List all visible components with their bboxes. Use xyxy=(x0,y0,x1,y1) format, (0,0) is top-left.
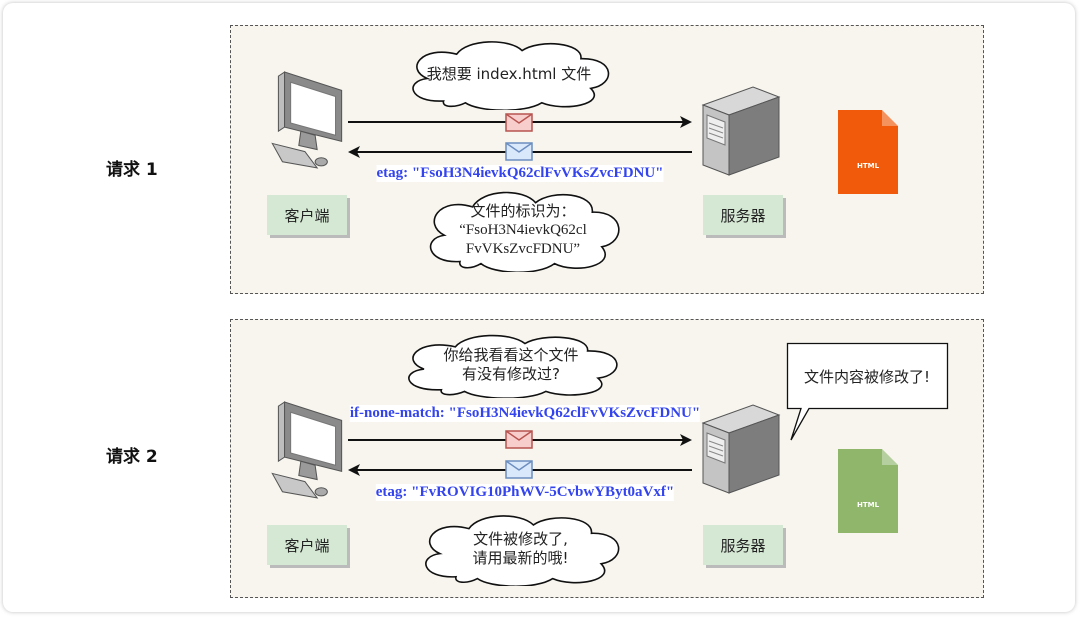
etag-header: etag: "FsoH3N4ievkQ62clFvVKsZvcFDNU" xyxy=(376,165,664,182)
response-cloud-line: 文件被修改了, xyxy=(473,530,568,548)
request2-label: 请求 2 xyxy=(106,447,158,467)
arrowhead-right-icon xyxy=(680,116,692,128)
etag-header: etag: "FvROVIG10PhWV-5CvbwYByt0aVxf" xyxy=(375,484,675,501)
client-label: 客户端 xyxy=(267,195,347,235)
html-file-icon: HTML xyxy=(838,449,898,533)
html-file-label: HTML xyxy=(856,162,880,170)
server-label: 服务器 xyxy=(703,195,783,235)
server-callout-text: 文件内容被修改了! xyxy=(803,367,930,386)
arrowhead-right-icon xyxy=(680,434,692,446)
request-cloud-line: 有没有修改过? xyxy=(462,365,560,383)
server-icon xyxy=(700,403,782,495)
request-envelope-icon xyxy=(505,113,533,132)
request-envelope-icon xyxy=(505,430,533,449)
response-cloud-line: 请用最新的哦! xyxy=(472,549,569,567)
response-cloud-line: “FsoH3N4ievkQ62cl xyxy=(459,221,587,238)
response-cloud-line: 文件的标识为： xyxy=(470,201,576,220)
arrowhead-left-icon xyxy=(348,464,360,476)
arrowhead-left-icon xyxy=(348,146,360,158)
response-cloud: 文件的标识为： “FsoH3N4ievkQ62cl FvVKsZvcFDNU” xyxy=(418,188,628,272)
server-callout: 文件内容被修改了! xyxy=(783,342,951,444)
request-cloud-text: 我想要 index.html 文件 xyxy=(426,64,592,83)
response-cloud: 文件被修改了, 请用最新的哦! xyxy=(413,512,628,586)
client-computer-icon xyxy=(270,70,348,172)
request1-label: 请求 1 xyxy=(106,160,158,180)
html-file-icon: HTML xyxy=(838,110,898,194)
server-label: 服务器 xyxy=(703,525,783,565)
html-file-label: HTML xyxy=(856,501,880,509)
request-cloud: 我想要 index.html 文件 xyxy=(400,38,618,110)
response-envelope-icon xyxy=(505,142,533,161)
response-cloud-line: FvVKsZvcFDNU” xyxy=(465,240,581,257)
request-cloud: 你给我看看这个文件 有没有修改过? xyxy=(395,332,627,398)
client-label: 客户端 xyxy=(267,525,347,565)
server-icon xyxy=(700,85,782,177)
response-envelope-icon xyxy=(505,460,533,479)
client-computer-icon xyxy=(270,400,348,502)
if-none-match-header: if-none-match: "FsoH3N4ievkQ62clFvVKsZvc… xyxy=(349,405,701,422)
request-cloud-line: 你给我看看这个文件 xyxy=(443,346,579,364)
